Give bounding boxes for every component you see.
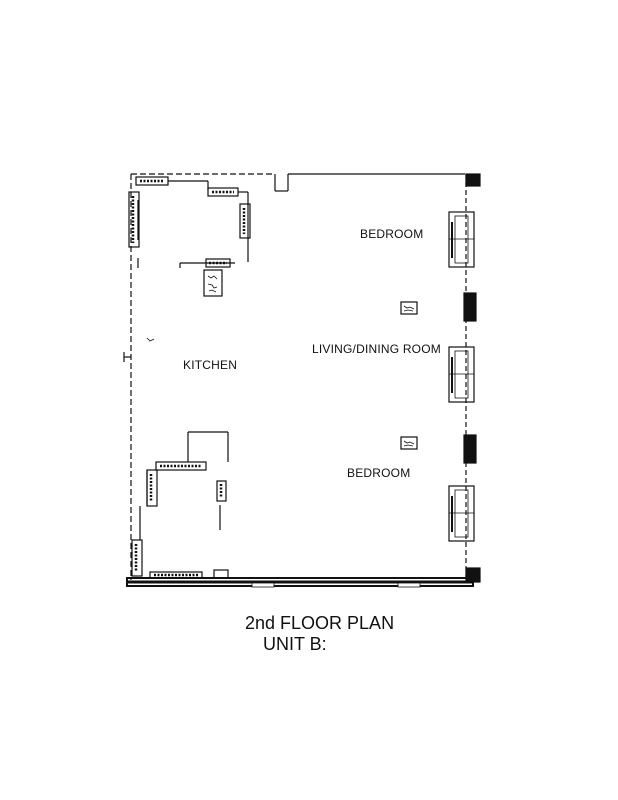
window-units — [448, 211, 477, 542]
room-label-kitchen: KITCHEN — [183, 358, 238, 372]
plan-title: 2nd FLOOR PLAN — [245, 613, 395, 633]
room-label-bedroom-bottom: BEDROOM — [347, 466, 411, 480]
upper-bathroom — [128, 176, 251, 297]
lower-bathroom — [131, 431, 229, 579]
room-label-living-dining: LIVING/DINING ROOM — [312, 342, 441, 356]
exterior-walls — [126, 173, 481, 588]
unit-label: UNIT B: — [263, 634, 327, 654]
room-label-bedroom-top: BEDROOM — [360, 227, 424, 241]
fixture-symbols — [123, 301, 418, 450]
